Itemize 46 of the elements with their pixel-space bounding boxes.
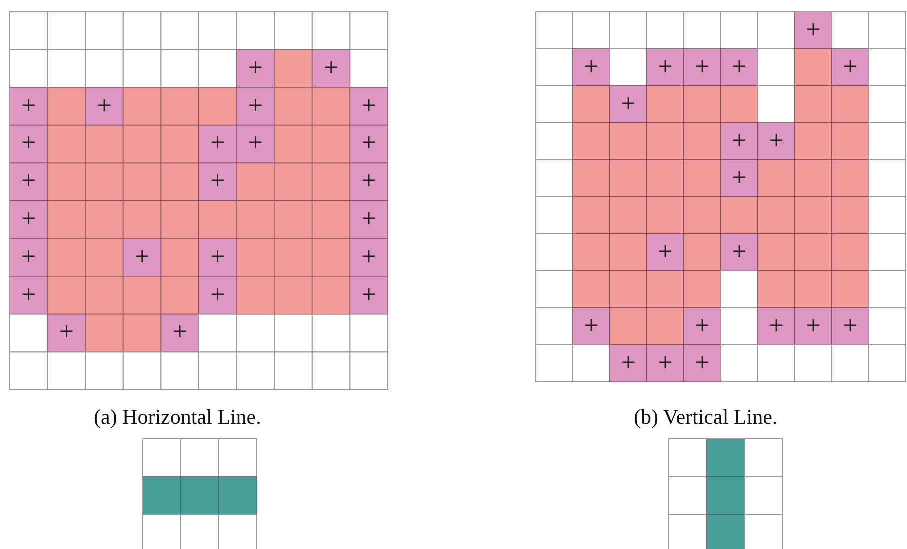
plus-sign: + — [210, 244, 226, 270]
plus-sign: + — [806, 312, 822, 338]
plus-sign: + — [806, 16, 822, 42]
plus-sign: + — [584, 54, 600, 80]
plus-sign: + — [620, 90, 636, 116]
plus-sign: + — [694, 54, 710, 80]
plus-sign: + — [20, 130, 37, 156]
plus-sign: + — [248, 54, 264, 81]
plus-sign: + — [361, 244, 378, 270]
plus-sign: + — [20, 92, 37, 118]
plus-sign: + — [248, 92, 264, 118]
plus-sign: + — [248, 130, 264, 156]
plus-sign: + — [361, 130, 378, 156]
plus-sign: + — [584, 312, 600, 338]
plus-sign: + — [361, 282, 378, 308]
plus-sign: + — [323, 54, 340, 81]
plus-sign: + — [172, 319, 188, 346]
plus-sign: + — [210, 130, 226, 156]
plus-sign: + — [658, 238, 674, 264]
plus-sign: + — [20, 168, 37, 194]
plus-sign: + — [20, 206, 37, 232]
plus-sign: + — [842, 312, 858, 338]
plus-sign: + — [658, 54, 674, 80]
plus-sign: + — [134, 244, 150, 270]
plus-sign: + — [20, 282, 37, 308]
subfigure-caption: (a) Horizontal Line. — [94, 405, 262, 430]
plus-sign: + — [620, 350, 636, 376]
plus-sign: + — [96, 92, 112, 118]
plus-sign: + — [732, 238, 748, 264]
plus-sign: + — [361, 206, 378, 232]
plus-sign: + — [210, 282, 226, 308]
plus-sign: + — [732, 54, 748, 80]
plus-sign: + — [768, 128, 784, 154]
plus-sign: + — [361, 168, 378, 194]
plus-sign: + — [58, 319, 75, 346]
plus-sign: + — [732, 164, 748, 190]
plus-sign: + — [732, 128, 748, 154]
plus-sign: + — [768, 312, 784, 338]
plus-sign: + — [694, 350, 710, 376]
subfigure-caption: (b) Vertical Line. — [634, 405, 778, 430]
plus-sign: + — [210, 168, 226, 194]
plus-sign: + — [20, 244, 37, 270]
plus-sign: + — [361, 92, 378, 118]
plus-sign: + — [694, 312, 710, 338]
plus-sign: + — [658, 350, 674, 376]
plus-sign: + — [842, 54, 858, 80]
